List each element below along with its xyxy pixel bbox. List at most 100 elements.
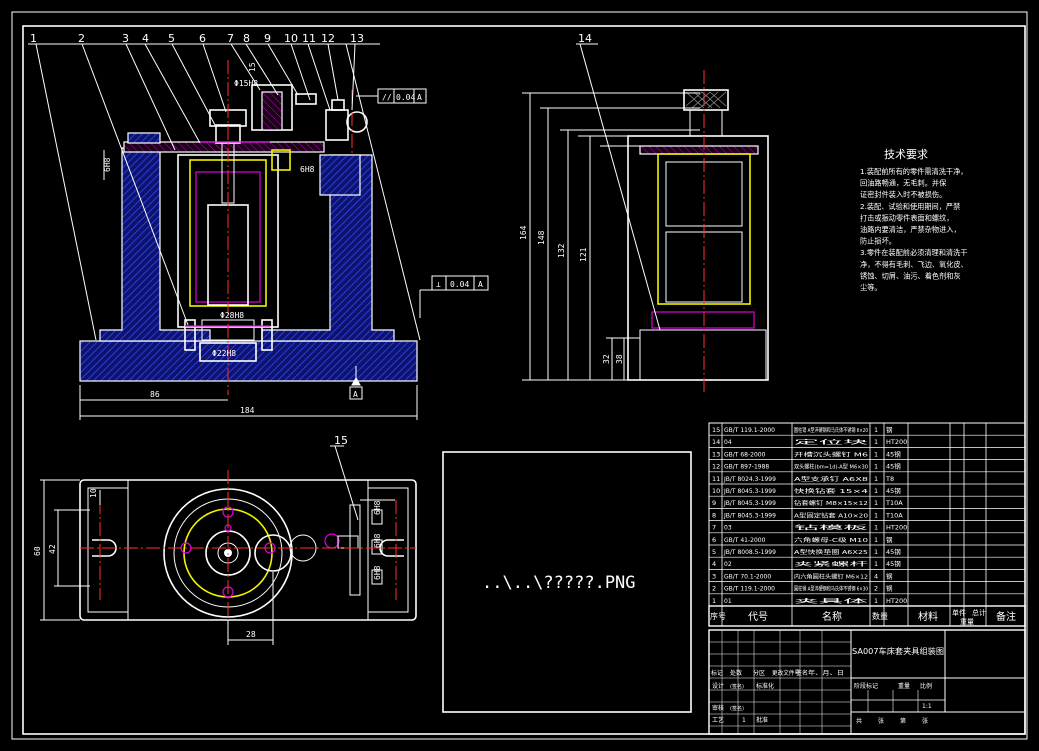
dim-phi15: Φ15H8 (234, 79, 258, 88)
callout-2: 2 (78, 32, 85, 45)
tech-req-line: 证密封件装入时不被损伤。 (860, 190, 946, 199)
bom-cell-qty: 1 (874, 536, 878, 544)
bom-header-unit: 单件 (952, 608, 966, 617)
bom-cell-no: 7 (712, 524, 716, 532)
bom-cell-no: 14 (712, 438, 720, 446)
bom-cell-code: 02 (724, 561, 732, 568)
tolerance-frames (349, 88, 489, 400)
bom-cell-qty: 4 (874, 572, 878, 580)
callout-7: 7 (227, 32, 234, 45)
tech-req-line: 回油路畅通，无毛刺。并保 (860, 179, 947, 188)
bom-cell-code: JB/T 8045.3-1999 (723, 500, 776, 507)
label-standard: 标准化 (756, 682, 774, 690)
tol-top-symbol: // (382, 93, 392, 102)
bom-header-qty: 数量 (872, 611, 888, 621)
bom-cell-no: 4 (712, 560, 716, 568)
bom-cell-code: JB/T 8045.3-1999 (723, 512, 776, 519)
callout-1: 1 (30, 32, 37, 45)
title-block: SA007车床套夹具组装图标记处数分区更改文件号签名年、月、日设计标准化(签名)… (708, 629, 1026, 735)
bom-cell-material: HT200 (886, 438, 907, 446)
bom-cell-no: 11 (712, 475, 720, 483)
bom-cell-qty: 1 (874, 487, 878, 495)
bom-cell-no: 5 (712, 548, 716, 556)
title-row-label: 更改文件号 (772, 669, 800, 677)
dim-right-c: 6H8 (373, 565, 382, 580)
callout-5: 5 (168, 32, 175, 45)
bom-cell-name: 夹紧螺杆 (794, 560, 869, 568)
top-base (79, 479, 417, 621)
tech-req-line: 3.零件在装配前必须清理和清洗干 (860, 248, 967, 257)
dim-32: 32 (602, 354, 611, 364)
tech-req-line: 锈蚀、切屑、油污、着色剂和灰 (860, 271, 961, 280)
bom-cell-name: 圆柱销 A型淬硬钢和马氏体不锈钢 6×30 (794, 585, 868, 593)
title-row-label: 年、月、日 (808, 669, 844, 677)
dim-right-b: 6H8 (373, 533, 382, 548)
top-view (79, 470, 417, 630)
bom-cell-material: 钢 (886, 536, 893, 544)
bom-header-weight: 重量 (960, 618, 974, 626)
bom-cell-qty: 1 (874, 463, 878, 471)
callout-15: 15 (334, 434, 348, 447)
bom-cell-name: 快换钻套 15×4 (794, 487, 869, 495)
sheet-label: 张 (922, 717, 928, 725)
dim-42: 42 (48, 544, 57, 554)
bom-header-total: 总计 (972, 608, 986, 617)
bom-cell-code: GB/T 897-1988 (724, 464, 769, 471)
signature-a: (签名) (730, 683, 744, 690)
label-weight: 重量 (898, 682, 910, 690)
bom-cell-code: GB/T 119.1-2000 (724, 586, 775, 593)
tech-req-line: 尘等。 (860, 283, 882, 292)
bom-cell-no: 3 (712, 572, 716, 580)
bom-cell-qty: 1 (874, 524, 878, 532)
inner-frame (22, 25, 1026, 735)
callout-8: 8 (243, 32, 250, 45)
front-leaders (28, 43, 421, 341)
callout-9: 9 (264, 32, 271, 45)
front-left-column (99, 147, 211, 342)
callout-3: 3 (122, 32, 129, 45)
bom-cell-code: JB/T 8008.5-1999 (723, 549, 776, 556)
tol-mid-symbol: ⊥ (436, 280, 441, 289)
placeholder-text: ..\..\?????.PNG (482, 573, 636, 593)
bom-cell-qty: 1 (874, 426, 878, 434)
callout-6: 6 (199, 32, 206, 45)
bom-header-name: 名称 (822, 610, 842, 623)
bom-cell-code: 03 (724, 525, 732, 532)
outer-frame (11, 11, 1028, 740)
bom-cell-no: 8 (712, 511, 716, 519)
bom-cell-material: HT200 (886, 524, 907, 532)
tol-mid-value: 0.04 (450, 280, 469, 289)
dim-86: 86 (150, 390, 160, 399)
tech-req-line: 防止损坏。 (860, 237, 896, 246)
side-view (627, 70, 769, 395)
label-process: 工艺 (712, 716, 724, 724)
bom-cell-material: T10A (885, 499, 903, 507)
tech-req-line: 打击或振动零件表面和螺纹， (860, 213, 953, 222)
bom-cell-material: 45钢 (886, 487, 901, 495)
bom-cell-name: A型支承钉 A6X8 (794, 475, 869, 483)
dim-132: 132 (557, 243, 566, 258)
bom-cell-qty: 1 (874, 511, 878, 519)
title-row-label: 处数 (730, 669, 742, 677)
bom-cell-code: JB/T 8024.3-1999 (723, 476, 776, 483)
dim-left-6h8: 6H8 (103, 157, 112, 172)
callout-11: 11 (302, 32, 316, 45)
bom-header-material: 材料 (918, 610, 938, 623)
bom-cell-code: GB/T 119.1-2000 (724, 427, 775, 434)
bom-cell-name: 钻套螺钉 M8×15×12 (794, 499, 868, 507)
bom-header-no: 序号 (710, 611, 726, 621)
bom-cell-qty: 2 (874, 585, 878, 593)
tech-req-line: 2.装配、试验和使用期间，严禁 (860, 202, 960, 211)
bom-header-code: 代号 (748, 611, 768, 623)
callout-14: 14 (578, 32, 592, 45)
dim-28: 28 (246, 630, 256, 639)
bom-cell-material: 45钢 (886, 450, 901, 458)
bom-cell-material: 45钢 (886, 548, 901, 556)
dim-184: 184 (240, 406, 255, 415)
bom-cell-code: GB/T 41-2000 (724, 537, 766, 544)
bom-cell-material: 钢 (886, 426, 893, 434)
bom-cell-qty: 1 (874, 475, 878, 483)
bom-cell-no: 13 (712, 450, 720, 458)
